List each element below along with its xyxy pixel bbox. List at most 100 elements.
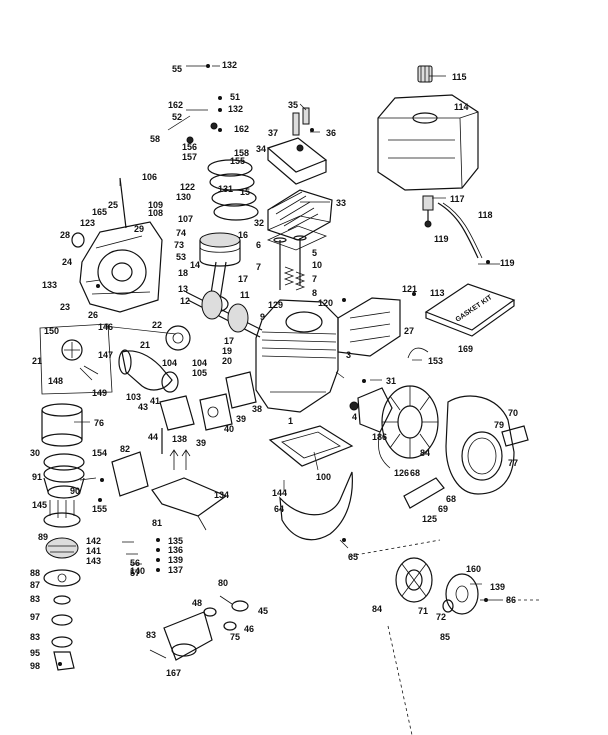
part-label: 117 [450,194,465,204]
part-label: 104 [192,358,207,368]
part-label: 82 [120,444,130,454]
part-label: 80 [218,578,228,588]
fasteners [58,64,490,666]
part-label: 74 [176,228,186,238]
part-label: 70 [508,408,518,418]
part-label: 76 [94,418,104,428]
part-label: 53 [176,252,186,262]
part-label: 83 [146,630,156,640]
part-label: 41 [150,396,160,406]
part-number-labels: 55 132 51 162 132 52 58 162 156 158 157 … [30,60,518,678]
part-label: 113 [430,288,445,298]
part-label: 146 [98,322,113,332]
part-label: 26 [88,310,98,320]
air-filter-element [41,403,83,447]
piston-rings [207,159,259,221]
cover-plate [111,451,149,497]
part-label: 123 [80,218,95,228]
linkage-parts [122,538,160,572]
starter-cup [442,573,479,615]
reference-lines [349,539,540,735]
part-label: 97 [30,612,40,622]
valve-springs [283,266,306,291]
part-label: 68 [446,494,456,504]
cylinder-head [267,189,333,241]
part-label: 83 [30,632,40,642]
arrows [169,449,191,470]
part-label: 38 [252,404,262,414]
part-label: 81 [152,518,162,528]
part-label: 157 [182,152,197,162]
part-label: 95 [30,648,40,658]
piston [199,232,241,267]
part-label: 100 [316,472,331,482]
part-label: 64 [274,504,284,514]
part-label: 143 [86,556,101,566]
part-label: 24 [62,257,72,267]
bolt [296,144,304,152]
shroud-plate [403,477,445,509]
part-label: 51 [230,92,240,102]
fuel-cap [417,65,433,83]
part-label: 139 [168,555,183,565]
part-label: 87 [30,580,40,590]
breather-cover [266,107,328,185]
part-label: 134 [214,490,229,500]
part-label: 108 [148,208,163,218]
part-label: 86 [506,595,516,605]
part-label: 115 [452,72,467,82]
part-label: 6 [256,240,261,250]
part-label: 126 [394,468,409,478]
part-label: 4 [352,412,357,422]
part-label: 55 [172,64,182,74]
carburetor-bowl [149,611,213,661]
part-label: 137 [168,565,183,575]
part-label: 129 [268,300,283,310]
part-label: 142 [86,536,101,546]
part-label: 10 [312,260,322,270]
part-label: 3 [346,350,351,360]
part-label: 57 [130,568,140,578]
part-label: 121 [402,284,417,294]
crankcase-cover [79,221,163,313]
part-label: 107 [178,214,193,224]
part-label: 158 [234,148,249,158]
part-label: 29 [134,224,144,234]
part-label: 15 [240,187,250,197]
small-gaskets [51,595,75,671]
part-label: 83 [30,594,40,604]
part-label: 155 [92,504,107,514]
starter-pulley [395,557,433,603]
fuel-valve [422,195,483,259]
part-label: 109 [148,200,163,210]
oil-seal [71,232,85,248]
part-label: 167 [166,668,181,678]
part-label: 90 [70,486,80,496]
part-label: 144 [272,488,287,498]
part-label: 17 [224,336,234,346]
dipstick [119,177,127,229]
leader-lines [74,65,500,601]
part-label: 25 [108,200,118,210]
part-label: 156 [182,142,197,152]
part-label: 186 [372,432,387,442]
part-label: 136 [168,545,183,555]
part-label: 148 [48,376,63,386]
part-label: 7 [312,274,317,284]
part-label: 122 [180,182,195,192]
part-label: 39 [236,414,246,424]
part-label: 21 [32,356,42,366]
part-label: 150 [44,326,59,336]
part-label: 88 [30,568,40,578]
part-label: 154 [92,448,107,458]
part-label: 132 [222,60,237,70]
part-label: 32 [254,218,264,228]
part-label: 140 [130,566,145,576]
throttle-parts [203,595,249,631]
part-label: 98 [30,661,40,671]
bolt [349,401,359,411]
part-label: 27 [404,326,414,336]
part-label: 43 [138,402,148,412]
air-shroud [337,297,401,357]
